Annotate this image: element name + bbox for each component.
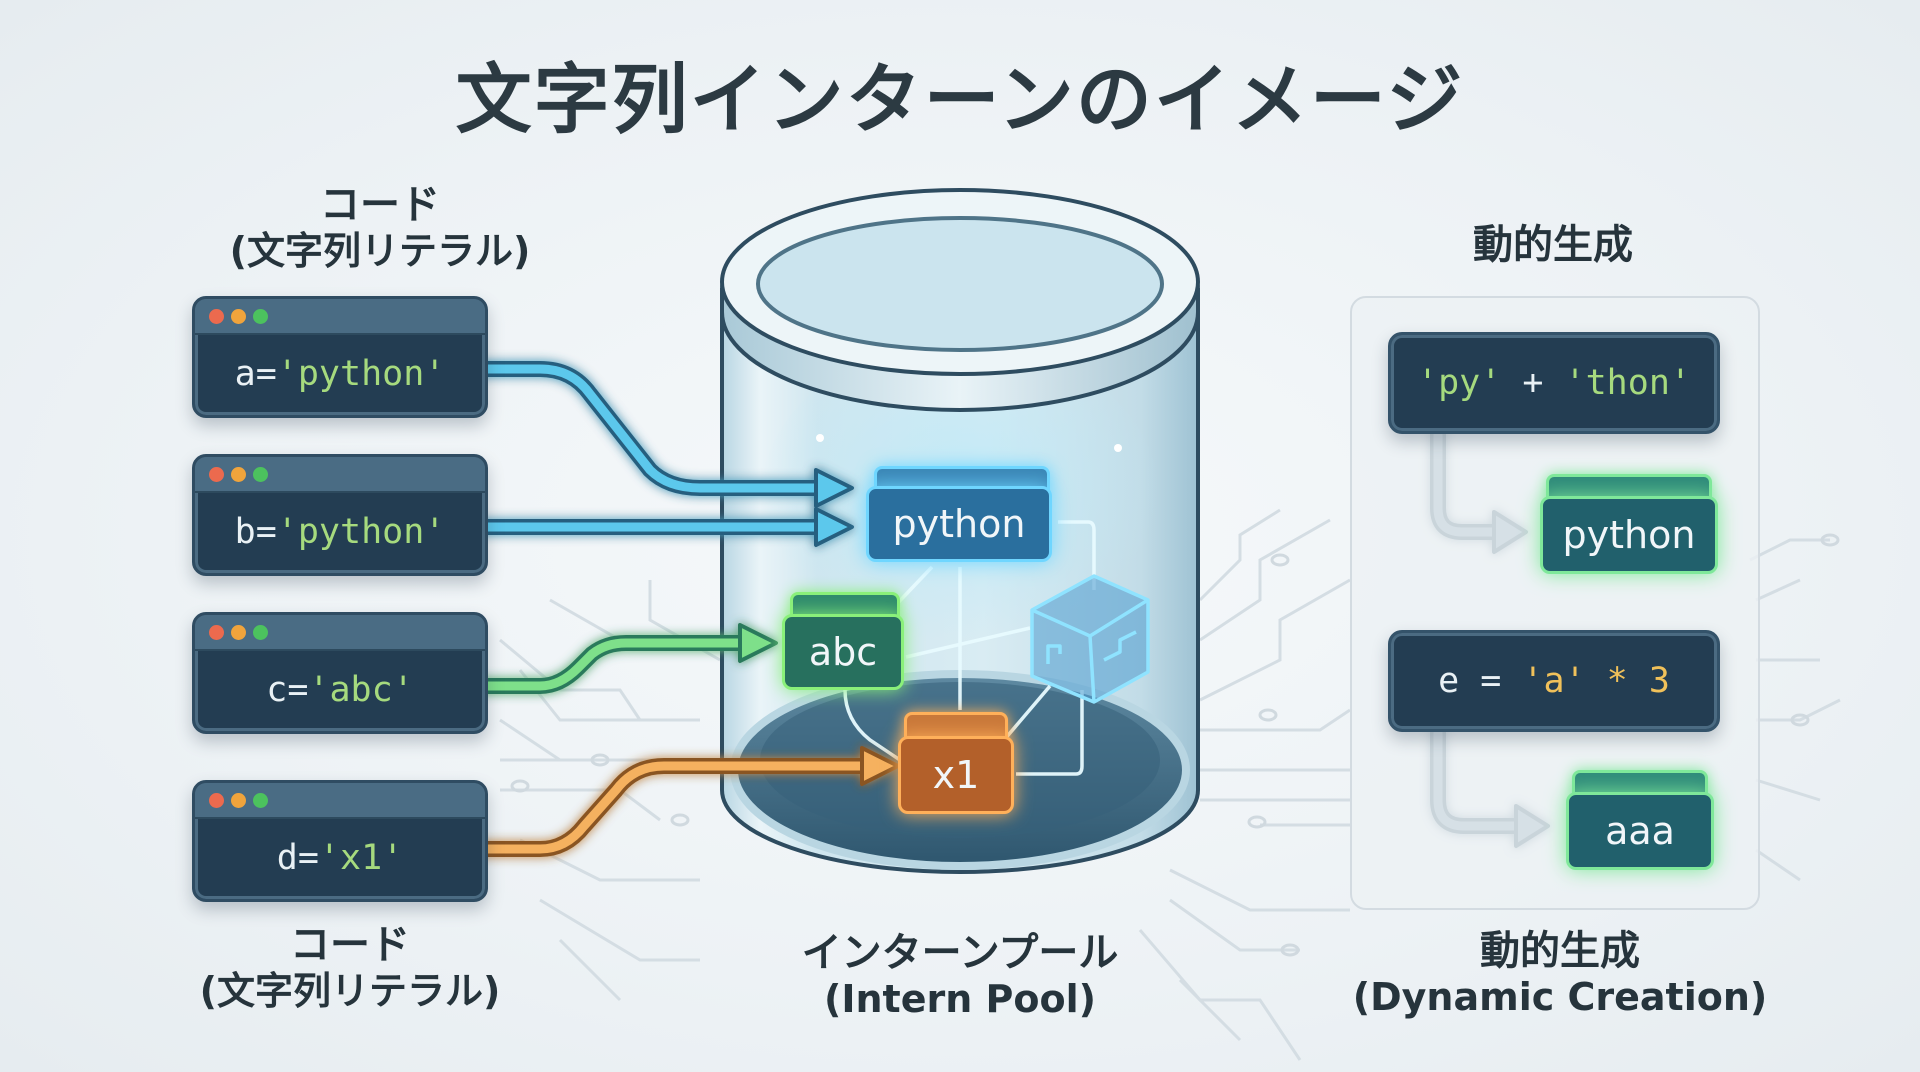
code-caption-bottom-line1: コード [290, 922, 410, 968]
node-label: python [866, 486, 1052, 562]
expr-part: e = [1438, 661, 1523, 701]
code-window-a: a = 'python' [192, 296, 488, 418]
expr-part: 'py' [1417, 363, 1502, 403]
code-window-d: d = 'x1' [192, 780, 488, 902]
code-var: b [234, 512, 256, 552]
minimize-dot-icon [231, 624, 246, 640]
pool-caption: インターンプール (Intern Pool) [760, 930, 1160, 1022]
window-titlebar [195, 615, 485, 651]
minimize-dot-icon [231, 792, 246, 808]
result-node-python: python [1540, 474, 1718, 574]
maximize-dot-icon [253, 308, 268, 324]
code-caption-top-line1: コード [320, 182, 440, 228]
pool-node-x1: x1 [898, 712, 1016, 816]
node-label: python [1540, 496, 1718, 574]
dynamic-caption-bottom-line1: 動的生成 [1480, 928, 1640, 974]
node-label: aaa [1566, 792, 1714, 870]
expr-part: 'a' [1522, 661, 1586, 701]
code-var: c [266, 670, 288, 710]
pool-node-abc: abc [782, 592, 908, 690]
code-op: = [255, 354, 277, 394]
node-label: x1 [898, 736, 1014, 814]
arrow-a-to-python [462, 361, 854, 508]
minimize-dot-icon [231, 308, 246, 324]
arrow-d-to-x1 [462, 746, 900, 857]
code-caption-top-line2: (文字列リテラル) [229, 229, 531, 274]
expr-part: 'thon' [1564, 363, 1691, 403]
code-caption-bottom-line2: (文字列リテラル) [199, 969, 501, 1014]
maximize-dot-icon [253, 624, 268, 640]
window-titlebar [195, 299, 485, 335]
cube-icon [1030, 574, 1150, 704]
code-literal: 'abc' [308, 670, 414, 710]
expr-part: * 3 [1585, 661, 1670, 701]
pool-caption-line2: (Intern Pool) [824, 977, 1096, 1022]
minimize-dot-icon [231, 466, 246, 482]
expr-repeat: e = 'a' * 3 [1388, 630, 1720, 732]
code-line: b = 'python' [195, 493, 485, 571]
code-window-c: c = 'abc' [192, 612, 488, 734]
code-line: d = 'x1' [195, 819, 485, 897]
close-dot-icon [209, 624, 224, 640]
code-line: a = 'python' [195, 335, 485, 413]
code-op: = [297, 838, 319, 878]
code-window-b: b = 'python' [192, 454, 488, 576]
code-line: c = 'abc' [195, 651, 485, 729]
result-node-aaa: aaa [1566, 770, 1714, 870]
window-titlebar [195, 783, 485, 819]
code-caption-bottom: コード (文字列リテラル) [180, 922, 520, 1014]
arrow-b-to-python [462, 507, 854, 547]
node-label: abc [782, 614, 904, 690]
dynamic-caption-bottom: 動的生成 (Dynamic Creation) [1350, 928, 1770, 1020]
arrow-c-to-abc [462, 623, 778, 694]
code-literal: 'python' [276, 512, 446, 552]
pool-node-python: python [866, 466, 1052, 562]
code-literal: 'python' [276, 354, 446, 394]
code-caption-top: コード (文字列リテラル) [190, 182, 570, 274]
dynamic-caption-top: 動的生成 [1350, 222, 1756, 269]
expr-part: + [1501, 363, 1565, 403]
maximize-dot-icon [253, 792, 268, 808]
close-dot-icon [209, 308, 224, 324]
code-var: d [276, 838, 298, 878]
expr-concat: 'py' + 'thon' [1388, 332, 1720, 434]
code-literal: 'x1' [318, 838, 404, 878]
page-title: 文字列インターンのイメージ [455, 55, 1465, 144]
window-titlebar [195, 457, 485, 493]
dynamic-caption-bottom-line2: (Dynamic Creation) [1352, 975, 1768, 1020]
maximize-dot-icon [253, 466, 268, 482]
code-op: = [287, 670, 309, 710]
code-op: = [255, 512, 277, 552]
code-var: a [234, 354, 256, 394]
dynamic-caption-top-text: 動的生成 [1473, 222, 1633, 268]
pool-caption-line1: インターンプール [801, 930, 1119, 976]
close-dot-icon [209, 792, 224, 808]
close-dot-icon [209, 466, 224, 482]
